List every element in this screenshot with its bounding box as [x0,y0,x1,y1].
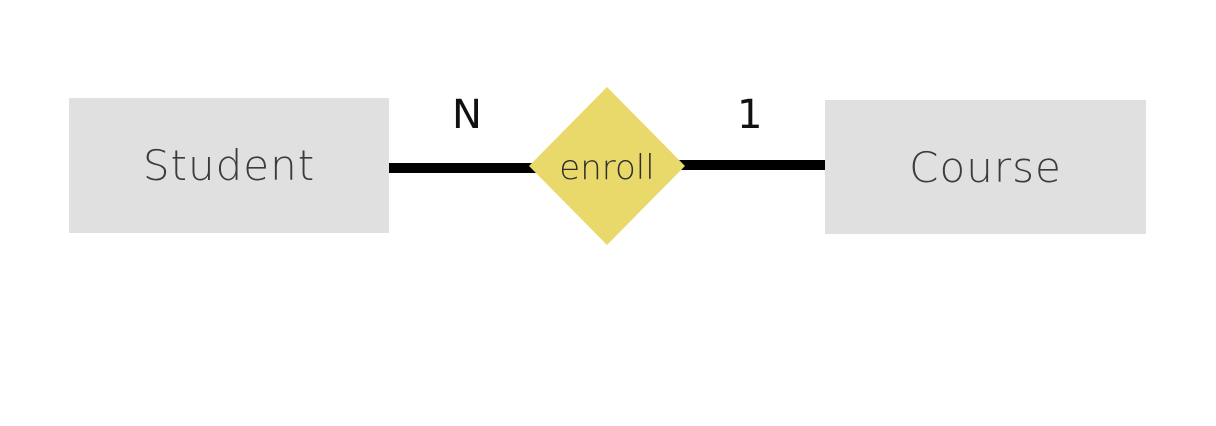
entity-student-label: Student [142,141,316,190]
relationship-enroll[interactable]: enroll [529,87,685,245]
relationship-label: enroll [559,148,655,188]
relationship-diamond-shape [529,87,685,245]
entity-course[interactable]: Course [825,100,1146,234]
cardinality-course: 1 [737,92,763,138]
connector-line-enroll-course [676,160,826,170]
cardinality-student: N [452,92,482,138]
entity-course-label: Course [909,142,1062,192]
entity-student[interactable]: Student [69,98,389,233]
connector-line-student-enroll [389,163,539,173]
